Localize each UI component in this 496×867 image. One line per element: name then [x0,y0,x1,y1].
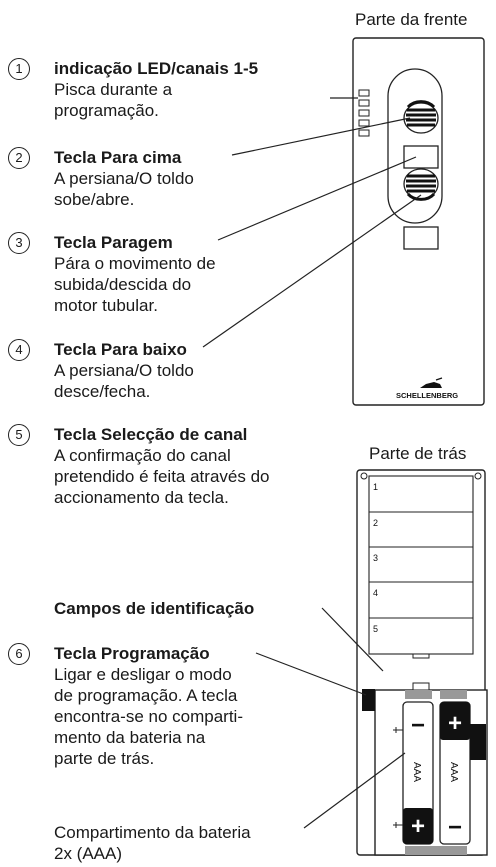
item-number: 5 [8,424,30,446]
battery-type-label: AAA [448,762,459,782]
battery-contact-bottom [405,846,467,855]
up-key[interactable] [403,100,439,134]
battery-type-label: AAA [411,762,422,782]
item-desc-line: mento da bateria na [54,728,206,747]
battery-contact-top-right [440,690,467,699]
front-key-panel-top [387,68,443,160]
id-fields-label: Campos de identificação [54,599,255,618]
item-desc-line: encontra-se no comparti- [54,707,243,726]
item-desc-line: A persiana/O toldo [54,169,194,188]
item-title: Tecla Selecção de canal [54,425,248,444]
battery-label-line: Compartimento da bateria [54,823,251,842]
led-1 [358,89,370,97]
item-desc-line: pretendido é feita através do [54,467,270,486]
item-title: Tecla Para baixo [54,340,187,359]
id-field-number: 1 [373,482,378,492]
id-fields [368,475,474,655]
front-housing [352,37,485,406]
leader-lines [202,97,422,829]
back-label: Parte de trás [369,444,467,463]
item-title: indicação LED/canais 1-5 [54,59,259,78]
screw-hole-left [360,472,368,480]
item-number: 1 [8,58,30,80]
item-desc-line: parte de trás. [54,749,155,768]
item-number: 4 [8,339,30,361]
item-desc-line: A confirmação do canal [54,446,231,465]
id-field-number: 5 [373,624,378,634]
id-fields-tab [412,653,430,659]
stop-key[interactable] [403,145,439,169]
leader-up [231,117,411,156]
battery-contact-top-left [405,690,432,699]
item-desc-line: desce/fecha. [54,382,151,401]
battery-right: + − AAA [439,701,471,845]
led-5 [358,129,370,137]
item-desc-line: Pisca durante a [54,80,173,99]
battery-side-contact [470,724,486,760]
item-number: 2 [8,147,30,169]
item-desc-line: subida/descida do [54,275,192,294]
id-field-number: 2 [373,518,378,528]
channel-select-key[interactable] [403,226,439,250]
item-number: 3 [8,232,30,254]
led-indicators [358,89,370,137]
down-key[interactable] [403,168,439,201]
leader-stop [217,156,417,241]
id-fields-frame [368,475,474,655]
item-desc-line: sobe/abre. [54,190,135,209]
id-field-number: 3 [373,553,378,563]
plus-icon: + [448,710,462,737]
screw-hole-right [474,472,482,480]
brand-logo-icon [420,377,443,388]
item-number: 6 [8,643,30,665]
brand-text: SCHELLENBERG [396,391,458,400]
item-title: Tecla Para cima [54,148,182,167]
led-3 [358,109,370,117]
item-title: Tecla Paragem [54,233,173,252]
item-desc-line: Ligar e desligar o modo [54,665,232,684]
item-desc-line: Pára o movimento de [54,254,216,273]
front-key-panel-bottom [387,160,443,224]
item-desc-line: motor tubular. [54,296,158,315]
item-desc-line: accionamento da tecla. [54,488,229,507]
battery-latch [412,682,430,691]
leader-id-fields [321,607,384,672]
minus-icon: − [411,712,425,739]
led-4 [358,119,370,127]
plus-icon: + [411,813,425,840]
front-label: Parte da frente [355,10,468,29]
leader-program [255,652,367,696]
id-field-number: 4 [373,588,378,598]
item-desc-line: programação. [54,101,159,120]
item-title: Tecla Programação [54,644,210,663]
leader-battery [303,752,406,829]
program-key[interactable] [362,689,375,711]
led-2 [358,99,370,107]
item-desc-line: A persiana/O toldo [54,361,194,380]
minus-icon: − [448,814,462,841]
battery-label-line: 2x (AAA) [54,844,123,863]
battery-left: + − AAA [393,701,434,845]
leader-down [202,194,422,348]
item-desc-line: de programação. A tecla [54,686,238,705]
